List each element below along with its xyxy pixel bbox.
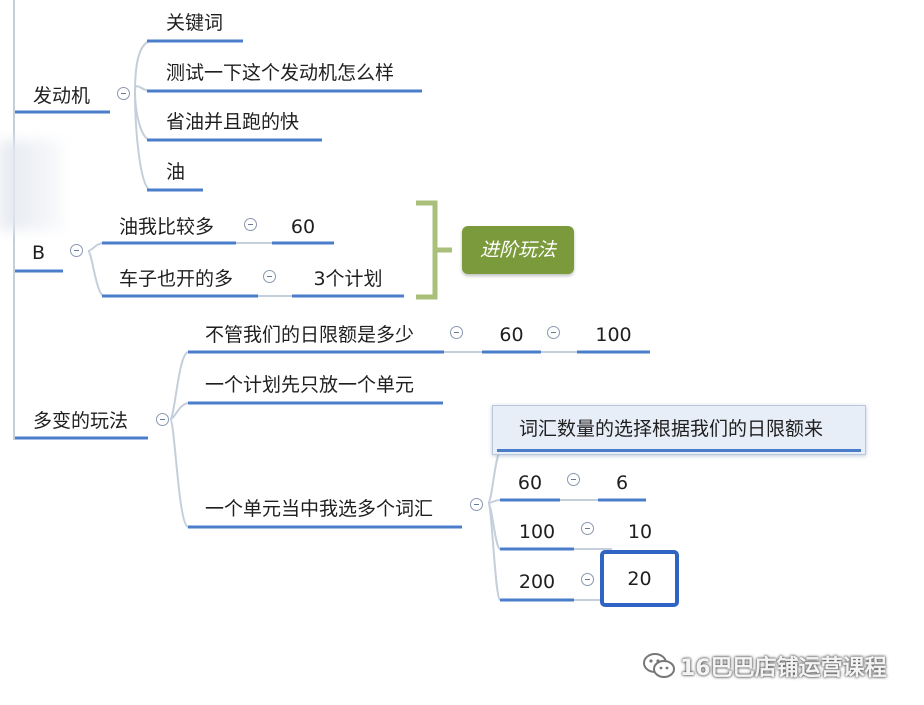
node-daily-60[interactable]: 60 xyxy=(499,324,524,346)
collapse-icon[interactable] xyxy=(581,573,594,586)
node-more-car-value[interactable]: 3个计划 xyxy=(313,268,383,290)
collapse-icon[interactable] xyxy=(581,522,594,535)
row1-words[interactable]: 6 xyxy=(615,472,629,494)
watermark: 16巴巴店铺运营课程 xyxy=(642,649,887,683)
node-daily-limit[interactable]: 不管我们的日限额是多少 xyxy=(205,324,415,346)
row2-words[interactable]: 10 xyxy=(627,521,653,543)
wechat-icon xyxy=(643,653,675,678)
collapse-icon[interactable] xyxy=(547,326,560,339)
collapse-icon[interactable] xyxy=(156,413,169,426)
collapse-icon[interactable] xyxy=(70,244,83,257)
node-more-car[interactable]: 车子也开的多 xyxy=(119,268,234,290)
node-more-oil[interactable]: 油我比较多 xyxy=(119,216,215,238)
node-oil[interactable]: 油 xyxy=(166,161,186,183)
node-more-oil-value[interactable]: 60 xyxy=(290,216,316,238)
callout-word-count[interactable]: 词汇数量的选择根据我们的日限额来 xyxy=(492,405,866,455)
collapse-icon[interactable] xyxy=(567,473,580,486)
node-keyword[interactable]: 关键词 xyxy=(166,12,224,34)
callout-text: 词汇数量的选择根据我们的日限额来 xyxy=(519,418,824,440)
row3-daily[interactable]: 200 xyxy=(518,571,556,593)
node-engine[interactable]: 发动机 xyxy=(33,85,91,107)
watermark-text: 16巴巴店铺运营课程 xyxy=(680,656,887,681)
badge-advanced[interactable]: 进阶玩法 xyxy=(462,226,574,274)
blurred-region xyxy=(0,140,62,230)
collapse-icon[interactable] xyxy=(117,87,130,100)
collapse-icon[interactable] xyxy=(450,326,463,339)
row3-words[interactable]: 20 xyxy=(627,568,652,590)
collapse-icon[interactable] xyxy=(263,270,276,283)
node-fuel-save[interactable]: 省油并且跑的快 xyxy=(166,111,300,133)
node-varied[interactable]: 多变的玩法 xyxy=(33,410,129,432)
node-b[interactable]: B xyxy=(32,242,46,264)
node-test-engine[interactable]: 测试一下这个发动机怎么样 xyxy=(166,62,395,84)
node-daily-100[interactable]: 100 xyxy=(595,324,632,346)
selected-node-frame[interactable] xyxy=(600,550,679,607)
row2-daily[interactable]: 100 xyxy=(518,521,556,543)
row1-daily[interactable]: 60 xyxy=(517,472,543,494)
collapse-icon[interactable] xyxy=(244,218,257,231)
collapse-icon[interactable] xyxy=(470,498,483,511)
node-one-unit[interactable]: 一个计划先只放一个单元 xyxy=(205,374,415,396)
callout-underline xyxy=(497,449,861,452)
node-multi-words[interactable]: 一个单元当中我选多个词汇 xyxy=(205,498,434,520)
